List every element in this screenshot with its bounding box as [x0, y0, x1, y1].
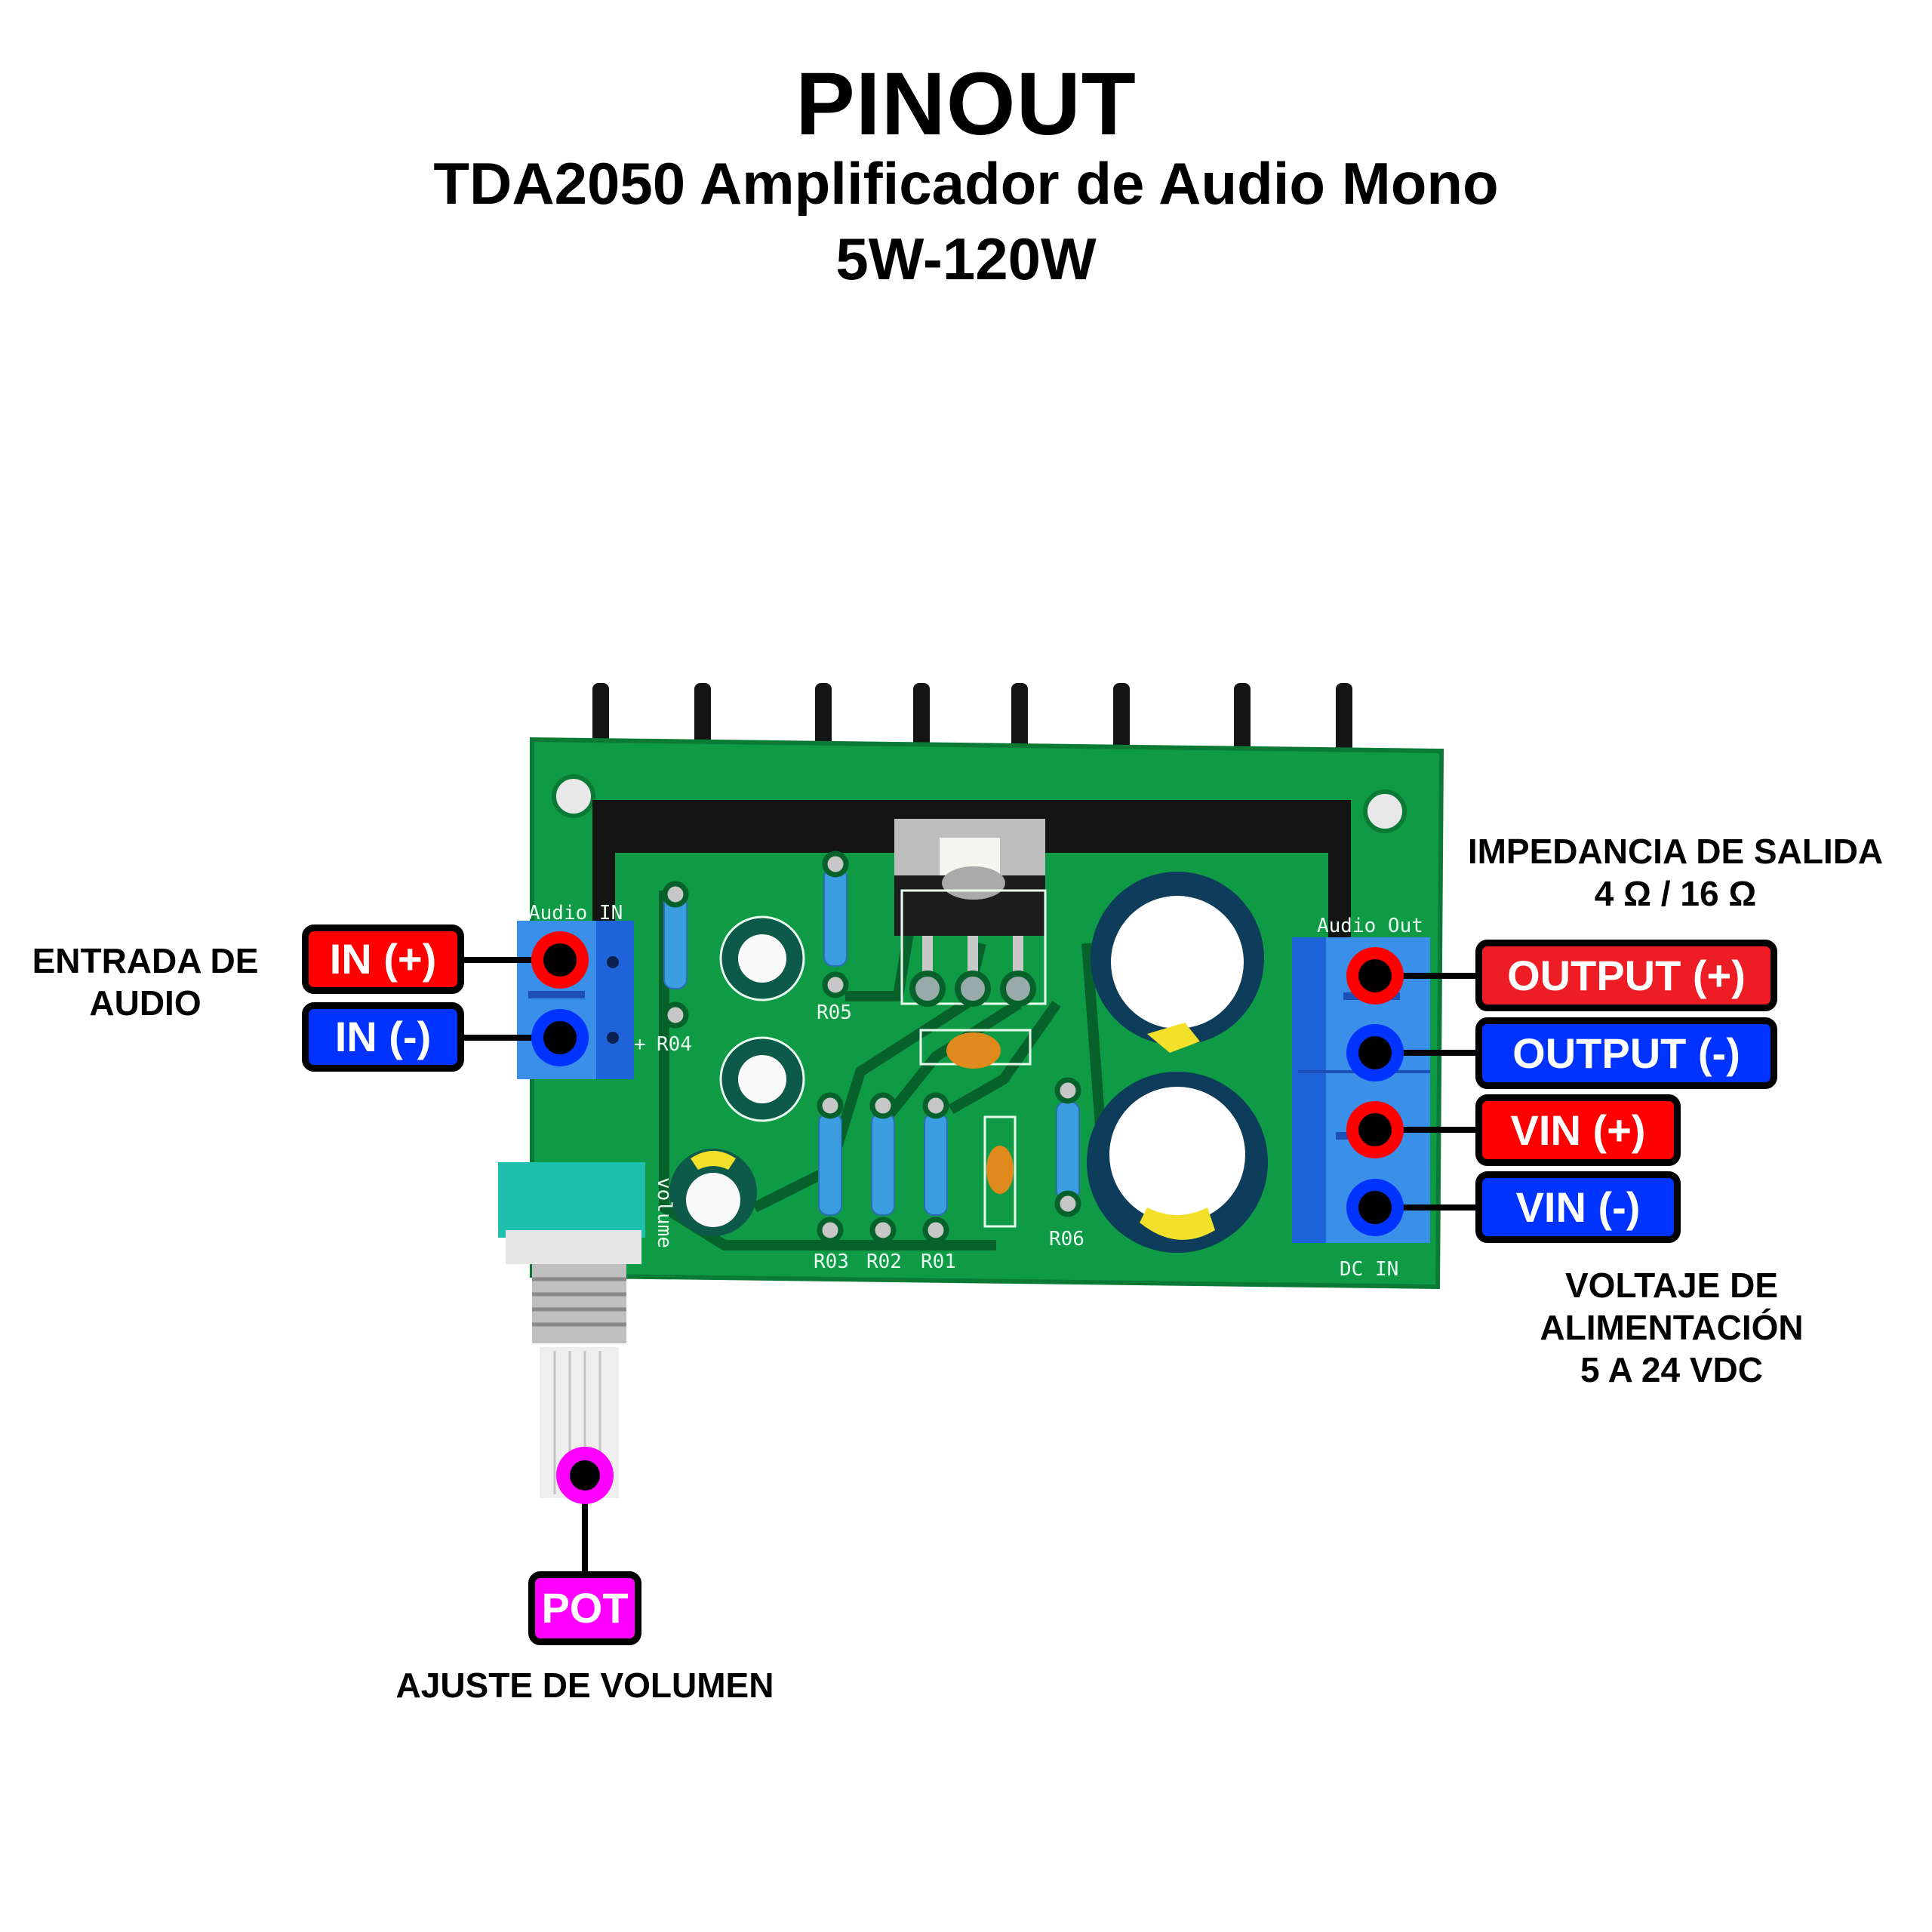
- silk-dc-in: DC IN: [1340, 1258, 1398, 1281]
- pin-label-vin-neg[interactable]: VIN (-): [1475, 1171, 1681, 1243]
- pin-marker-pot[interactable]: [556, 1447, 614, 1504]
- caption-supply-voltage-line3: 5 A 24 VDC: [1580, 1350, 1764, 1389]
- page-title: PINOUT: [795, 54, 1137, 154]
- pin-marker-vin-neg[interactable]: [1346, 1179, 1404, 1236]
- caption-audio-input-line1: ENTRADA DE: [32, 941, 259, 980]
- pin-marker-in-pos[interactable]: [531, 931, 589, 989]
- ceramic-capacitors: [919, 1029, 1032, 1228]
- pin-label-vin-pos[interactable]: VIN (+): [1475, 1094, 1681, 1166]
- pin-marker-out-pos[interactable]: [1346, 947, 1404, 1004]
- silk-r02: R02: [866, 1251, 902, 1273]
- caption-audio-input-line2: AUDIO: [89, 983, 202, 1023]
- pin-label-out-pos[interactable]: OUTPUT (+): [1475, 940, 1777, 1011]
- page-subtitle: TDA2050 Amplificador de Audio Mono: [433, 150, 1499, 217]
- caption-supply-voltage: VOLTAJE DE ALIMENTACIÓN 5 A 24 VDC: [1498, 1264, 1845, 1391]
- small-capacitors: [669, 915, 805, 1236]
- large-capacitor-top: [1091, 872, 1264, 1053]
- silk-r03: R03: [814, 1251, 849, 1273]
- silk-r05: R05: [817, 1001, 852, 1024]
- caption-output-impedance-line2: 4 Ω / 16 Ω: [1594, 874, 1757, 913]
- silk-r04: R04: [657, 1033, 692, 1056]
- silk-r01: R01: [921, 1251, 956, 1273]
- caption-output-impedance: IMPEDANCIA DE SALIDA 4 Ω / 16 Ω: [1438, 830, 1913, 915]
- silk-volume: volume: [653, 1177, 675, 1248]
- pin-label-out-neg[interactable]: OUTPUT (-): [1475, 1017, 1777, 1089]
- resistor-pads: [662, 851, 1081, 1244]
- pin-label-in-neg[interactable]: IN (-): [302, 1002, 464, 1072]
- tda2050-chip: [894, 819, 1047, 1007]
- pin-label-in-pos[interactable]: IN (+): [302, 924, 464, 994]
- pin-marker-out-neg[interactable]: [1346, 1024, 1404, 1081]
- caption-output-impedance-line1: IMPEDANCIA DE SALIDA: [1467, 832, 1884, 871]
- large-capacitor-bottom: [1087, 1072, 1268, 1253]
- silk-plus: +: [634, 1033, 646, 1056]
- silk-audio-out: Audio Out: [1317, 915, 1423, 937]
- pin-marker-in-neg[interactable]: [531, 1009, 589, 1066]
- power-range: 5W-120W: [835, 226, 1097, 292]
- caption-volume: AJUSTE DE VOLUMEN: [395, 1666, 774, 1705]
- pin-label-pot[interactable]: POT: [528, 1571, 641, 1645]
- caption-audio-input: ENTRADA DE AUDIO: [15, 940, 275, 1024]
- caption-supply-voltage-line1: VOLTAJE DE: [1565, 1266, 1778, 1305]
- pin-marker-vin-pos[interactable]: [1346, 1101, 1404, 1158]
- silk-r06: R06: [1049, 1228, 1084, 1251]
- potentiometer: [498, 1162, 645, 1498]
- caption-supply-voltage-line2: ALIMENTACIÓN: [1540, 1308, 1804, 1347]
